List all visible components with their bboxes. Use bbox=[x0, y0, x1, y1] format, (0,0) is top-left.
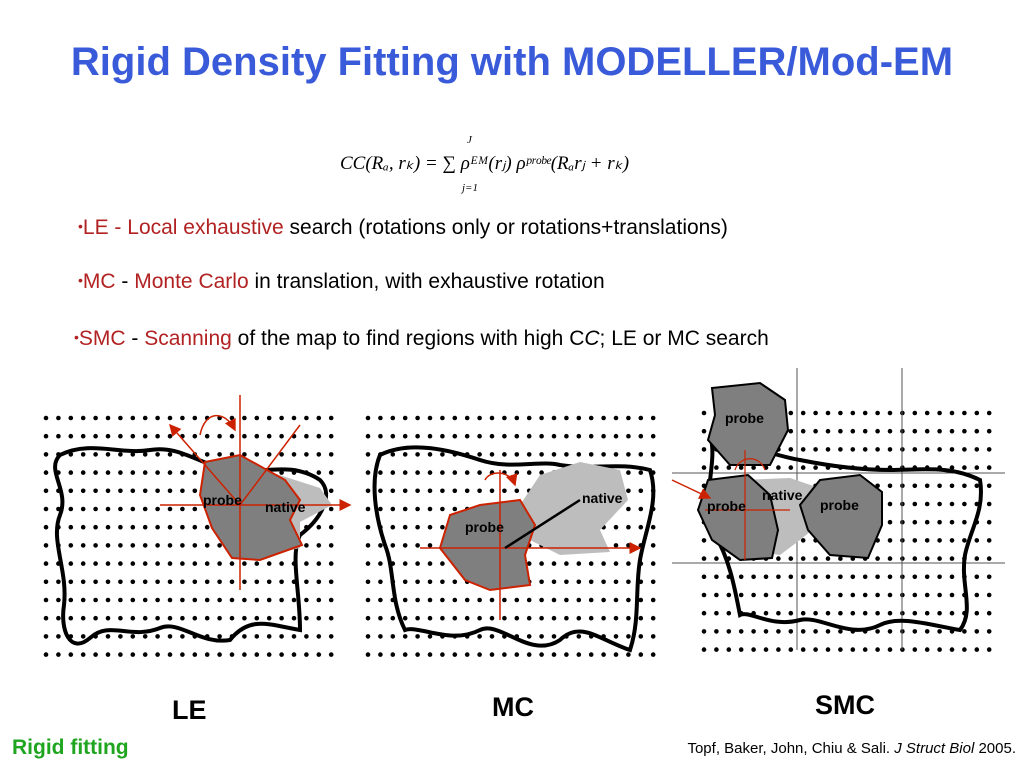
native-label-smc: native bbox=[762, 487, 803, 503]
map-outline-mc bbox=[372, 445, 656, 653]
panel-label-le: LE bbox=[172, 695, 207, 725]
panel-le: probe native bbox=[53, 395, 352, 646]
bullet-marker: • bbox=[78, 218, 83, 234]
bullet-term: Monte Carlo bbox=[134, 270, 249, 293]
bullet-text-italic: C bbox=[584, 327, 600, 350]
formula-sum-upper: J bbox=[467, 134, 472, 146]
probe-shape-smc-left bbox=[696, 473, 780, 562]
probe-label-smc-right: probe bbox=[820, 497, 859, 513]
panel-label-mc: MC bbox=[492, 692, 534, 722]
bullet-mc: •MC - Monte Carlo in translation, with e… bbox=[78, 270, 605, 294]
bullet-le: •LE - Local exhaustive search (rotations… bbox=[78, 216, 728, 240]
footer-citation: Topf, Baker, John, Chiu & Sali. J Struct… bbox=[687, 740, 1016, 757]
probe-label-le: probe bbox=[203, 492, 242, 508]
bullet-sep: - bbox=[108, 216, 128, 239]
bullet-smc: •SMC - Scanning of the map to find regio… bbox=[74, 327, 769, 351]
probe-label-mc: probe bbox=[465, 519, 504, 535]
formula-sum-lower: j=1 bbox=[462, 182, 478, 194]
footer-rigid-fitting: Rigid fitting bbox=[12, 736, 129, 759]
bullet-abbr: MC bbox=[82, 270, 116, 293]
bullet-marker: • bbox=[78, 272, 83, 288]
citation-authors: Topf, Baker, John, Chiu & Sali. bbox=[687, 740, 895, 757]
citation-journal: J Struct Biol bbox=[894, 740, 975, 757]
native-label-le: native bbox=[265, 499, 306, 515]
probe-shape-mc bbox=[438, 498, 537, 592]
native-shape-mc bbox=[520, 462, 628, 555]
probe-label-smc-top: probe bbox=[725, 410, 764, 426]
native-label-mc: native bbox=[582, 490, 623, 506]
probe-shape-smc-right bbox=[798, 473, 883, 560]
probe-shape-smc-top bbox=[706, 381, 790, 466]
panel-label-smc: SMC bbox=[815, 690, 875, 720]
bullet-text: search (rotations only or rotations+tran… bbox=[283, 216, 728, 239]
citation-year: 2005. bbox=[974, 740, 1016, 757]
bullet-term: Local exhaustive bbox=[127, 216, 284, 239]
panel-mc: probe native bbox=[372, 445, 656, 653]
cross-correlation-formula: CC(Rₐ, rₖ) = ∑ ρᴱᴹ(rⱼ) ρᵖʳᵒᵇᵉ(Rₐrⱼ + rₖ)… bbox=[340, 128, 700, 198]
panel-smc: probe probe probe native bbox=[671, 368, 1005, 650]
formula-main: CC(Rₐ, rₖ) = ∑ ρᴱᴹ(rⱼ) ρᵖʳᵒᵇᵉ(Rₐrⱼ + rₖ) bbox=[340, 153, 630, 174]
bullet-text: of the map to find regions with high C bbox=[231, 327, 585, 350]
map-outline-smc bbox=[706, 442, 983, 633]
bullet-sep: - bbox=[115, 270, 135, 293]
bullet-abbr: LE bbox=[82, 216, 109, 239]
slide-title: Rigid Density Fitting with MODELLER/Mod-… bbox=[70, 40, 954, 84]
bullet-term: Scanning bbox=[144, 327, 232, 350]
probe-shape-le bbox=[198, 453, 304, 562]
bullet-marker: • bbox=[74, 329, 79, 345]
fitting-diagrams: probe native probe native probe probe pr… bbox=[43, 368, 1005, 657]
bullet-abbr: SMC bbox=[78, 327, 126, 350]
bullet-text: ; LE or MC search bbox=[599, 327, 769, 350]
bullet-text: in translation, with exhaustive rotation bbox=[248, 270, 605, 293]
bullet-sep: - bbox=[125, 327, 145, 350]
probe-label-smc-left: probe bbox=[707, 498, 746, 514]
